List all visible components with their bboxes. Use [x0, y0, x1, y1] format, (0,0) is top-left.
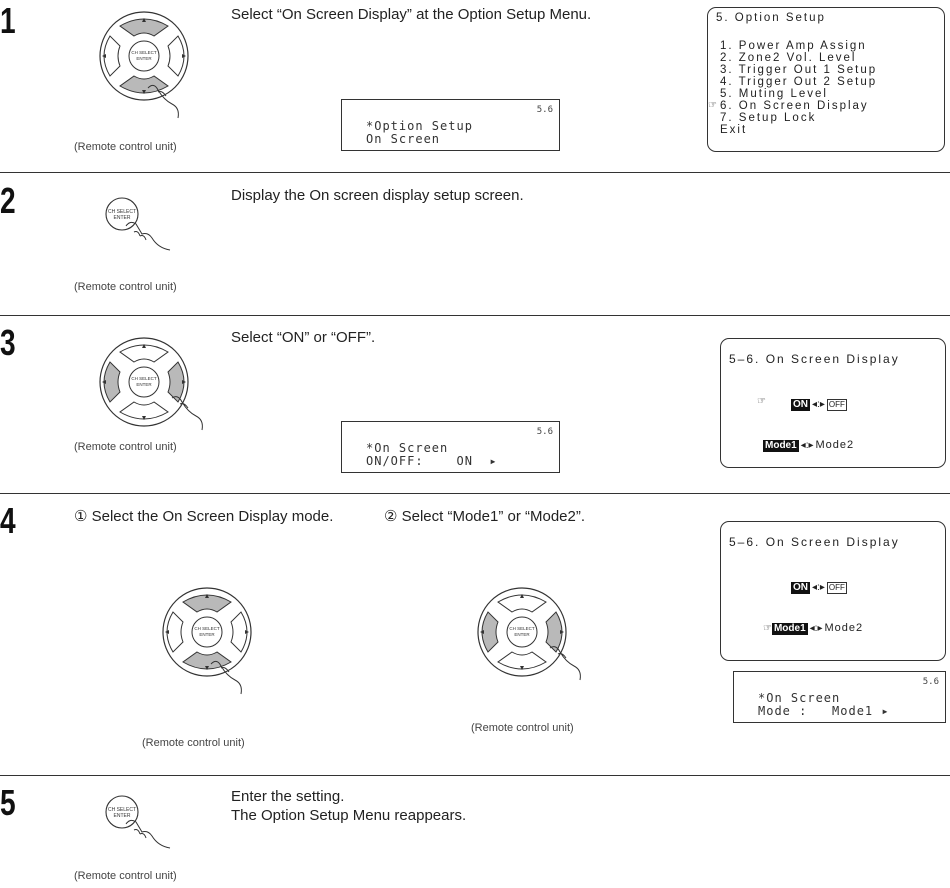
menu-item-exit: Exit	[720, 124, 748, 136]
svg-text:CH SELECT: CH SELECT	[108, 209, 136, 215]
step-number-5: 5	[0, 782, 16, 823]
remote-caption: (Remote control unit)	[142, 737, 245, 749]
svg-text:CH SELECT: CH SELECT	[108, 807, 136, 813]
off-option: OFF	[826, 399, 847, 411]
menu-title: 5–6. On Screen Display	[729, 352, 900, 366]
menu-item: 4. Trigger Out 2 Setup	[720, 76, 878, 88]
lcd-code: 5.6	[922, 677, 939, 687]
arrow-icon: ◂:▸	[800, 440, 814, 451]
on-off-row: ON◂:▸OFF	[791, 394, 847, 412]
enter-button-icon: CH SELECT ENTER	[105, 197, 171, 251]
menu-item: 3. Trigger Out 1 Setup	[720, 64, 878, 76]
on-off-row: ON◂:▸OFF	[791, 577, 847, 595]
remote-caption: (Remote control unit)	[74, 141, 177, 153]
remote-caption: (Remote control unit)	[74, 281, 177, 293]
svg-text:ENTER: ENTER	[136, 382, 152, 387]
svg-text:CH SELECT: CH SELECT	[131, 50, 157, 55]
arrow-icon: ◂:▸	[812, 399, 825, 410]
menu-item-selected: 6. On Screen Display	[720, 100, 869, 112]
step-3-instruction: Select “ON” or “OFF”.	[231, 329, 376, 346]
step-number-1: 1	[0, 0, 16, 41]
arrow-icon: ◂:▸	[812, 582, 825, 593]
svg-text:ENTER: ENTER	[136, 56, 152, 61]
on-option: ON	[791, 399, 810, 411]
step-number-3: 3	[0, 322, 16, 363]
menu-item: 2. Zone2 Vol. Level	[720, 52, 857, 64]
lcd-display: 5.6 *On Screen Mode : Mode1 ▸	[733, 671, 946, 723]
lcd-code: 5.6	[536, 105, 553, 115]
lcd-line-1: *On Screen	[758, 691, 841, 705]
mode-row: ☞Mode1◂:▸Mode2	[763, 618, 863, 636]
option-setup-menu: 5. Option Setup 1. Power Amp Assign 2. Z…	[707, 7, 945, 152]
arrow-icon: ◂:▸	[809, 623, 823, 634]
menu-title: 5–6. On Screen Display	[729, 535, 900, 549]
lcd-line-2: ON/OFF: ON ▸	[366, 454, 498, 468]
on-screen-display-menu: 5–6. On Screen Display ON◂:▸OFF ☞Mode1◂:…	[720, 521, 946, 661]
mode1-option: Mode1	[763, 440, 799, 452]
lcd-line-2: On Screen	[366, 132, 441, 146]
remote-caption: (Remote control unit)	[74, 870, 177, 882]
lcd-display: 5.6 *On Screen ON/OFF: ON ▸	[341, 421, 560, 473]
step-4-instruction-b: ② Select “Mode1” or “Mode2”.	[384, 508, 586, 525]
remote-caption: (Remote control unit)	[74, 441, 177, 453]
mode-row: Mode1◂:▸Mode2	[763, 435, 854, 453]
svg-text:CH SELECT: CH SELECT	[509, 626, 535, 631]
divider	[0, 775, 950, 776]
step-2-instruction: Display the On screen display setup scre…	[231, 187, 524, 204]
enter-button-icon: CH SELECT ENTER	[105, 795, 171, 849]
lcd-line-2: Mode : Mode1 ▸	[758, 704, 890, 718]
remote-caption: (Remote control unit)	[471, 722, 574, 734]
pointer-icon: ☞	[757, 396, 766, 407]
step-4-instruction-a: ① Select the On Screen Display mode.	[74, 508, 334, 525]
lcd-display: 5.6 *Option Setup On Screen	[341, 99, 560, 151]
mode1-option: Mode1	[771, 623, 808, 635]
on-screen-display-menu: 5–6. On Screen Display ☞ ON◂:▸OFF Mode1◂…	[720, 338, 946, 468]
svg-text:ENTER: ENTER	[514, 632, 530, 637]
menu-item: 7. Setup Lock	[720, 112, 817, 124]
remote-dpad-icon: CH SELECT ENTER	[162, 587, 252, 695]
pointer-icon: ☞	[763, 623, 772, 634]
remote-dpad-icon: CH SELECT ENTER	[477, 587, 581, 681]
menu-title: 5. Option Setup	[716, 12, 826, 24]
lcd-line-1: *Option Setup	[366, 119, 473, 133]
pointer-icon: ☞	[708, 100, 717, 111]
divider	[0, 315, 950, 316]
divider	[0, 172, 950, 173]
menu-item: 1. Power Amp Assign	[720, 40, 867, 52]
lcd-code: 5.6	[536, 427, 553, 437]
step-5-instruction-1: Enter the setting.	[231, 788, 345, 805]
svg-text:ENTER: ENTER	[199, 632, 215, 637]
off-option: OFF	[826, 582, 847, 594]
remote-dpad-icon: CH SELECT ENTER	[99, 337, 203, 431]
svg-text:ENTER: ENTER	[114, 813, 131, 819]
remote-dpad-icon: CH SELECT ENTER	[99, 11, 189, 119]
divider	[0, 493, 950, 494]
step-5-instruction-2: The Option Setup Menu reappears.	[231, 807, 467, 824]
step-1-instruction: Select “On Screen Display” at the Option…	[231, 6, 592, 23]
mode2-option: Mode2	[824, 622, 864, 634]
menu-item: 5. Muting Level	[720, 88, 828, 100]
mode2-option: Mode2	[815, 439, 855, 451]
lcd-line-1: *On Screen	[366, 441, 449, 455]
step-number-4: 4	[0, 500, 16, 541]
svg-text:CH SELECT: CH SELECT	[194, 626, 220, 631]
svg-text:CH SELECT: CH SELECT	[131, 376, 157, 381]
step-number-2: 2	[0, 180, 16, 221]
svg-text:ENTER: ENTER	[114, 215, 131, 221]
on-option: ON	[791, 582, 810, 594]
